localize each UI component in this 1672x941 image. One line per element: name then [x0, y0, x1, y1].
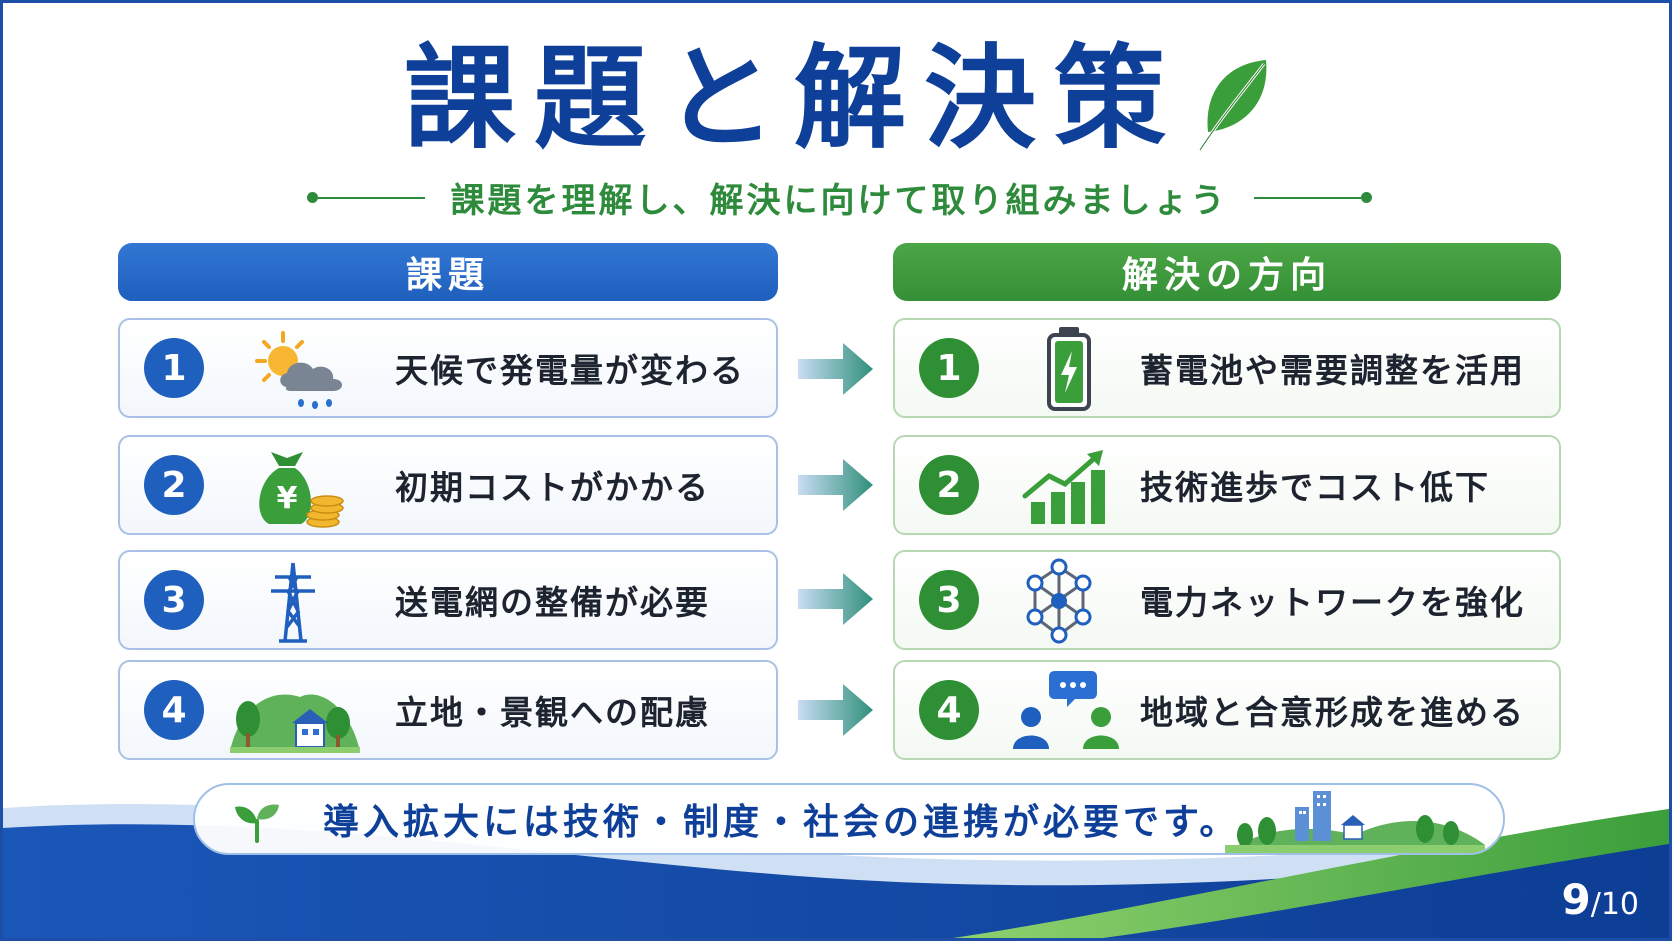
leaf-icon	[1198, 60, 1267, 151]
svg-text:¥: ¥	[277, 481, 298, 516]
power-tower-icon	[271, 562, 315, 643]
solution-number: 4	[919, 680, 979, 740]
challenge-number: 2	[144, 455, 204, 515]
subtitle-line-left	[306, 192, 425, 203]
challenges-header: 課題	[118, 243, 778, 301]
weather-sun-cloud-rain-icon	[255, 331, 342, 409]
money-bag-yen-icon: ¥	[259, 452, 344, 528]
sprout-icon	[235, 804, 279, 843]
solutions-header: 解決の方向	[893, 243, 1561, 301]
network-icon	[1026, 558, 1092, 644]
subtitle-row: 課題を理解し、解決に向けて取り組みましょう	[3, 173, 1669, 222]
subtitle: 課題を理解し、解決に向けて取り組みましょう	[450, 181, 1228, 221]
challenge-number: 4	[144, 680, 204, 740]
page-total: 10	[1600, 887, 1639, 922]
solution-card-2: 2 技術進歩でコスト低下	[893, 435, 1561, 535]
arrow-right-icon	[798, 459, 873, 511]
solution-card-3: 3 電力ネットワークを強化	[893, 550, 1561, 650]
page-number: 9 / 10	[1561, 875, 1639, 924]
challenge-number: 1	[144, 338, 204, 398]
landscape-house-icon	[230, 694, 360, 753]
page-title: 課題と解決策	[404, 34, 1184, 164]
arrow-right-icon	[798, 684, 873, 736]
battery-icon	[1047, 327, 1091, 411]
subtitle-line-right	[1253, 192, 1372, 203]
challenge-text: 初期コストがかかる	[395, 468, 710, 507]
town-landscape-icon	[1225, 791, 1485, 853]
growth-chart-icon	[1022, 450, 1105, 524]
challenge-card-1: 1 天候で発電量が変わる	[118, 318, 778, 418]
solution-text: 技術進歩でコスト低下	[1140, 468, 1490, 507]
solution-text: 電力ネットワークを強化	[1140, 583, 1525, 622]
footer-text: 導入拡大には技術・制度・社会の連携が必要です。	[323, 802, 1240, 843]
page-separator: /	[1590, 887, 1601, 922]
solution-number: 3	[919, 570, 979, 630]
people-chat-icon	[1013, 671, 1119, 749]
solution-number: 2	[919, 455, 979, 515]
arrow-right-icon	[798, 343, 873, 395]
title-row: 課題と解決策	[3, 34, 1669, 164]
footer-banner: 導入拡大には技術・制度・社会の連携が必要です。	[193, 783, 1505, 855]
solution-card-4: 4 地域と合意形成を進める	[893, 660, 1561, 760]
solution-text: 蓄電池や需要調整を活用	[1140, 351, 1525, 390]
challenge-number: 3	[144, 570, 204, 630]
challenge-text: 送電網の整備が必要	[395, 583, 710, 622]
page-current: 9	[1561, 875, 1591, 924]
challenge-text: 天候で発電量が変わる	[395, 351, 745, 390]
arrow-right-icon	[798, 573, 873, 625]
solution-card-1: 1 蓄電池や需要調整を活用	[893, 318, 1561, 418]
challenge-text: 立地・景観への配慮	[395, 693, 710, 732]
challenge-card-2: 2 ¥ 初期コストがかかる	[118, 435, 778, 535]
challenge-card-3: 3 送電網の整備が必要	[118, 550, 778, 650]
solution-text: 地域と合意形成を進める	[1140, 693, 1525, 732]
challenge-card-4: 4 立地・景観への配慮	[118, 660, 778, 760]
solution-number: 1	[919, 338, 979, 398]
